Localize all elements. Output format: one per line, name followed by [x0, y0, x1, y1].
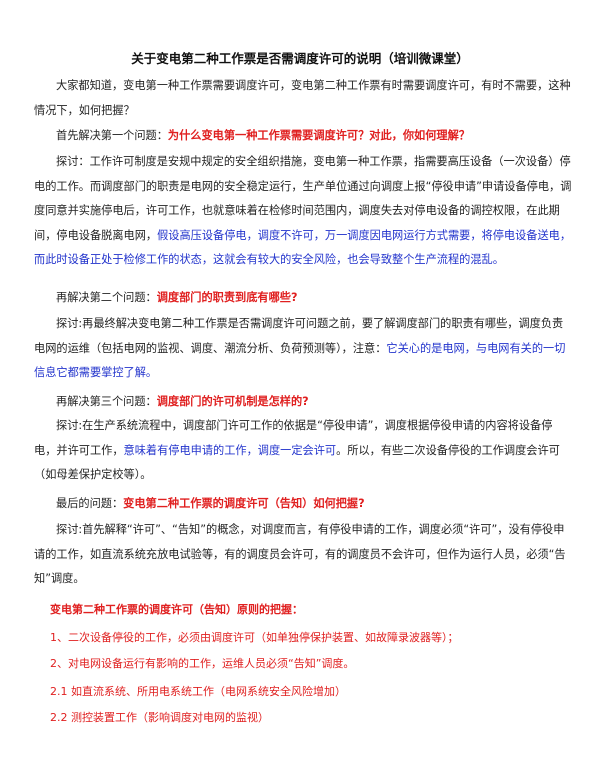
- q1-answer: 探讨：工作许可制度是安规中规定的安全组织措施，变电第一种工作票，指需要高压设备（…: [34, 150, 574, 273]
- q4-answer: 探讨:首先解释“许可”、“告知”的概念，对调度而言，有停役申请的工作，调度必须“…: [34, 523, 566, 585]
- q3-answer: 探讨:在生产系统流程中，调度部门许可工作的依据是“停役申请”，调度根据停役申请的…: [34, 414, 574, 488]
- q2-answer-highlight: 它关心的是电网，与电网有关的一切信息它都需要掌控了解。: [34, 341, 566, 380]
- q3-answer-highlight: 意味着有停电申请的工作，调度一定会许可: [123, 443, 337, 457]
- q2-heading: 再解决第二个问题：调度部门的职责到底有哪些?: [34, 286, 574, 311]
- principle-item: 1、二次设备停役的工作，必须由调度许可（如单独停保护装置、如故障录波器等）；: [50, 631, 459, 644]
- q4-question: 变电第二种工作票的调度许可（告知）如何把握?: [123, 497, 365, 510]
- intro-paragraph: 大家都知道，变电第一种工作票需要调度许可，变电第二种工作票有时需要调度许可，有时…: [34, 79, 571, 117]
- q2-answer: 探讨:再最终解决变电第二种工作票是否需调度许可问题之前，要了解调度部门的职责有哪…: [34, 312, 574, 386]
- q1-heading: 首先解决第一个问题：为什么变电第一种工作票需要调度许可？对此，你如何理解？: [34, 124, 574, 149]
- q4-lead: 最后的问题：: [56, 497, 124, 510]
- q4-heading: 最后的问题：变电第二种工作票的调度许可（告知）如何把握?: [34, 492, 574, 517]
- q3-lead: 再解决第三个问题：: [56, 395, 157, 408]
- q3-heading: 再解决第三个问题：调度部门的许可机制是怎样的?: [34, 390, 574, 415]
- principle-item: 2.1 如直流系统、所用电系统工作（电网系统安全风险增加）: [50, 685, 346, 698]
- principle-item: 2.2 测控装置工作（影响调度对电网的监视）: [50, 711, 269, 724]
- q3-question: 调度部门的许可机制是怎样的?: [156, 395, 309, 408]
- q2-question: 调度部门的职责到底有哪些?: [156, 291, 298, 304]
- q2-answer-plain: 探讨:再最终解决变电第二种工作票是否需调度许可问题之前，要了解调度部门的职责有哪…: [34, 317, 564, 355]
- q1-answer-highlight: 假设高压设备停电，调度不许可，万一调度因电网运行方式需要，将停电设备送电，而此时…: [34, 228, 572, 267]
- principle-item: 2、对电网设备运行有影响的工作，运维人员必须“告知”调度。: [50, 657, 355, 670]
- q3-answer-plain-2: 。所以，有些二次设备停役的工作调度会许可（如母差保护定校等）。: [34, 443, 560, 482]
- q1-lead: 首先解决第一个问题：: [56, 129, 168, 142]
- document-title: 关于变电第二种工作票是否需调度许可的说明（培训微课堂）: [131, 51, 469, 66]
- principles-heading: 变电第二种工作票的调度许可（告知）原则的把握：: [50, 603, 303, 616]
- q1-question: 为什么变电第一种工作票需要调度许可？对此，你如何理解？: [167, 129, 470, 142]
- q2-lead: 再解决第二个问题：: [56, 291, 157, 304]
- q1-answer-plain: 探讨：工作许可制度是安规中规定的安全组织措施，变电第一种工作票，指需要高压设备（…: [34, 155, 572, 242]
- q3-answer-plain-1: 探讨:在生产系统流程中，调度部门许可工作的依据是“停役申请”，调度根据停役申请的…: [34, 419, 553, 457]
